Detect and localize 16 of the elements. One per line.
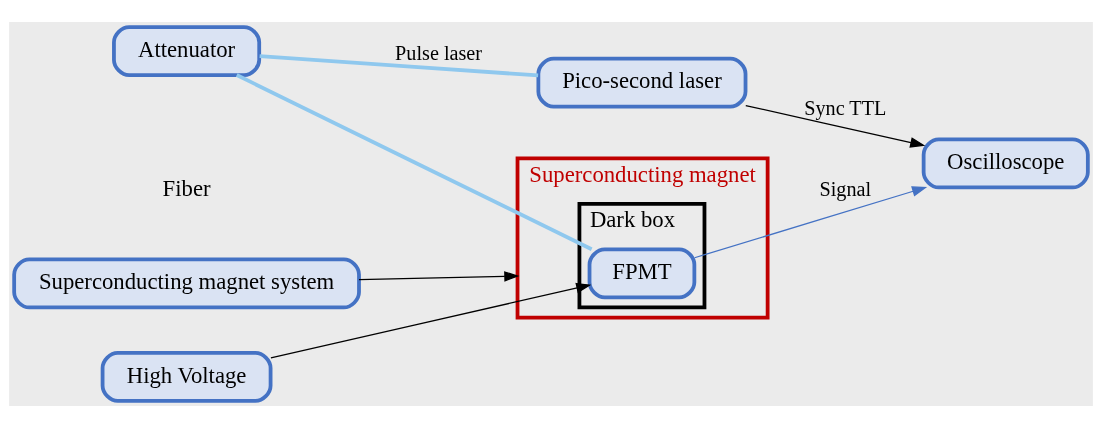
arrow [358, 271, 520, 282]
node-box: Attenuator [112, 25, 262, 77]
arrow [693, 186, 928, 259]
node-box: High Voltage [100, 351, 273, 403]
edge-label: Sync TTL [804, 97, 887, 120]
connector [235, 73, 593, 251]
edge-label: Pulse laser [395, 41, 483, 64]
edge-label: Signal [819, 178, 872, 201]
connector [259, 54, 539, 78]
node-box: Superconducting magnet system [12, 257, 361, 310]
node-box: Oscilloscope [921, 137, 1090, 190]
arrow [745, 104, 926, 148]
node-box: Pico-second laser [536, 56, 748, 109]
arrow [270, 282, 592, 359]
label: Fiber [162, 175, 211, 201]
node-box: FPMT [587, 247, 697, 300]
